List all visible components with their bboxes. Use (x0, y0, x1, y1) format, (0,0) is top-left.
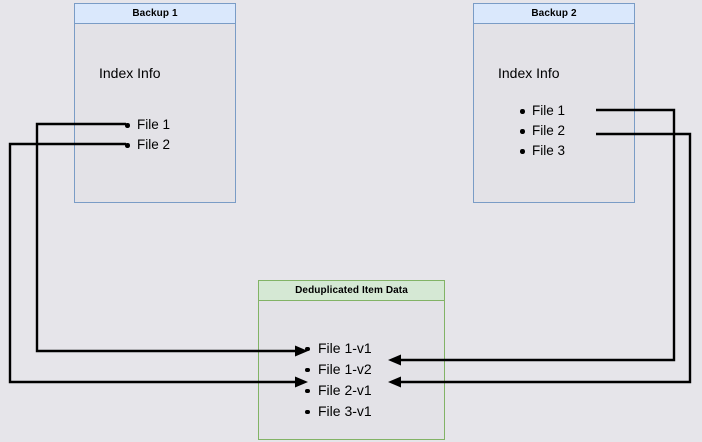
list-item: File 2 (518, 121, 565, 141)
backup-1-index-info-label: Index Info (99, 65, 161, 81)
node-backup-2-header: Backup 2 (474, 4, 634, 24)
node-backup-2[interactable]: Backup 2 Index Info File 1 File 2 File 3 (473, 3, 635, 203)
list-item: File 1-v1 (303, 338, 372, 359)
node-backup-1-body: Index Info File 1 File 2 (75, 24, 235, 202)
list-item: File 2 (123, 135, 170, 155)
list-item: File 1 (518, 101, 565, 121)
list-item: File 2-v1 (303, 380, 372, 401)
list-item: File 3 (518, 141, 565, 161)
backup-2-file-list: File 1 File 2 File 3 (518, 101, 565, 161)
list-item: File 1-v2 (303, 359, 372, 380)
node-dedup-body: File 1-v1 File 1-v2 File 2-v1 File 3-v1 (259, 301, 444, 439)
node-backup-1-header: Backup 1 (75, 4, 235, 24)
node-backup-1[interactable]: Backup 1 Index Info File 1 File 2 (74, 3, 236, 203)
backup-2-index-info-label: Index Info (498, 65, 560, 81)
node-dedup-header: Deduplicated Item Data (259, 281, 444, 301)
node-backup-2-body: Index Info File 1 File 2 File 3 (474, 24, 634, 202)
node-deduplicated-item-data[interactable]: Deduplicated Item Data File 1-v1 File 1-… (258, 280, 445, 440)
dedup-item-list: File 1-v1 File 1-v2 File 2-v1 File 3-v1 (303, 338, 372, 422)
list-item: File 1 (123, 115, 170, 135)
backup-1-file-list: File 1 File 2 (123, 115, 170, 155)
list-item: File 3-v1 (303, 401, 372, 422)
